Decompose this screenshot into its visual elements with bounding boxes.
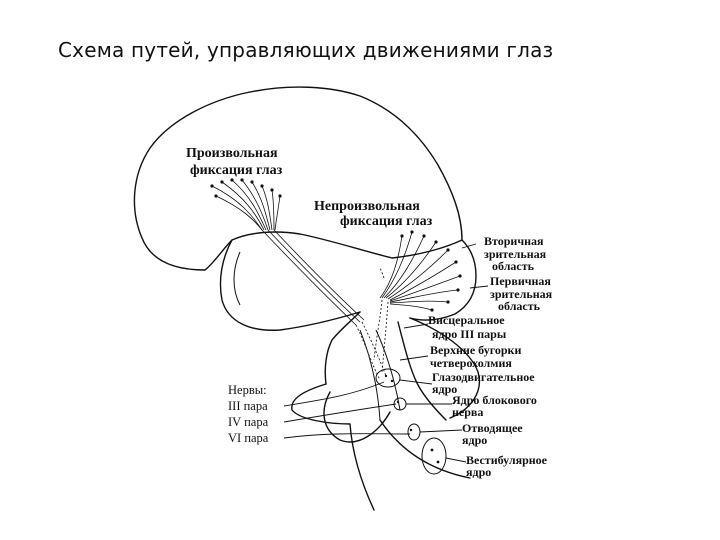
cerebrum-top (249, 86, 463, 241)
slide-title: Схема путей, управляющих движениями глаз (58, 38, 554, 62)
brainstem-left (324, 311, 361, 385)
label-voluntary-fixation: Произвольная фиксация глаз (186, 146, 283, 178)
cerebrum-outline (133, 91, 477, 321)
cerebellum-outline (409, 317, 480, 419)
label-trochlear-nucleus: Ядро блокового нерва (452, 393, 540, 419)
label-superior-colliculi: Верхние бугорки четверохолмия (430, 343, 524, 370)
label-visceral-nucleus: Висцеральное ядро III пары (428, 313, 508, 341)
label-primary-visual-area: Первичная зрительная область (490, 274, 555, 313)
label-nerves: Нервы: III пара IV пара VI пара (228, 383, 271, 445)
abducens-nucleus (407, 423, 421, 441)
medulla (379, 419, 471, 479)
temporal-lobe-outline (219, 239, 361, 331)
brainstem-back (397, 321, 447, 421)
voluntary-tract (261, 229, 387, 381)
label-vestibular-nucleus: Вестибулярное ядро (466, 453, 550, 479)
label-secondary-visual-area: Вторичная зрительная область (484, 234, 549, 273)
label-involuntary-fixation: Непроизвольная фиксация глаз (314, 199, 433, 229)
vestibular-nucleus (421, 437, 447, 475)
voluntary-fixation-fibers (210, 178, 282, 231)
pons-curve (323, 391, 391, 443)
involuntary-fixation-fibers (373, 230, 462, 373)
nerve-lines (283, 381, 411, 439)
inner-contour (233, 251, 241, 306)
oculomotor-nucleus (375, 368, 401, 388)
label-oculomotor-nucleus: Глазодвигательное ядро (432, 370, 538, 396)
label-abducens-nucleus: Отводящее ядро (462, 421, 526, 447)
pointer-lines (399, 243, 489, 463)
